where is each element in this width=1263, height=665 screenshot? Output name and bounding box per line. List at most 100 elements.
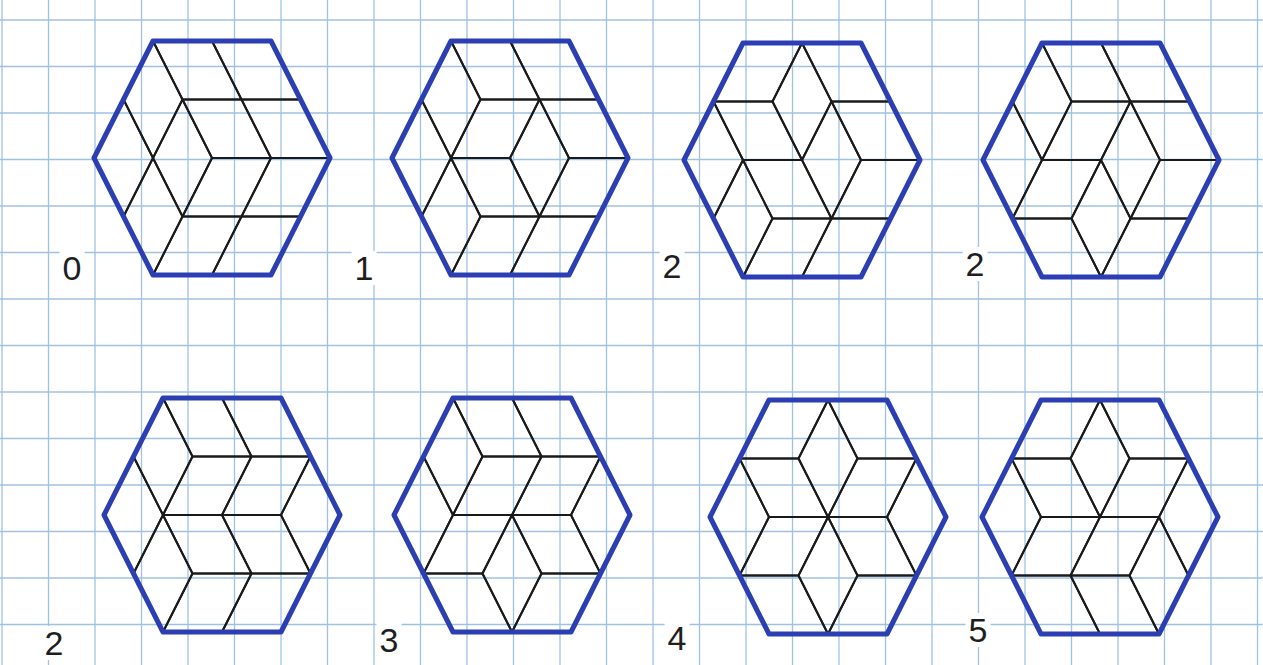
count-number: 3 — [377, 623, 402, 657]
grid-line — [48, 0, 49, 665]
lozenge-tile — [743, 219, 832, 278]
tiled-hexagon — [983, 43, 1219, 277]
lozenge-tile — [124, 41, 183, 158]
count-number: 2 — [42, 626, 67, 660]
lozenge-tile — [163, 515, 252, 574]
count-number: 5 — [966, 613, 991, 647]
grid-line — [466, 0, 467, 665]
lozenge-tile — [1042, 102, 1131, 161]
lozenge-tile — [684, 102, 743, 219]
lozenge-tile — [222, 457, 311, 516]
lozenge-tile — [451, 217, 540, 276]
hexagon-outline — [392, 41, 628, 275]
grid-line — [838, 0, 839, 665]
lozenge-tile — [799, 400, 858, 517]
lozenge-tile — [453, 398, 542, 457]
lozenge-tile — [134, 398, 193, 515]
lozenge-tile — [163, 398, 252, 457]
lozenge-tile — [512, 457, 601, 516]
count-number: 2 — [963, 247, 988, 281]
count-number: 0 — [60, 251, 85, 285]
lozenge-tile — [163, 574, 252, 633]
lozenge-tile — [153, 217, 242, 276]
grid-line — [0, 624, 1263, 625]
lozenge-tile — [163, 457, 252, 516]
tiled-hexagon — [94, 41, 330, 275]
lozenge-tile — [392, 100, 451, 217]
lozenge-tile — [1013, 160, 1102, 219]
lozenge-tile — [1159, 459, 1218, 576]
lozenge-tile — [222, 515, 311, 574]
count-number: 4 — [665, 621, 690, 655]
grid-line — [0, 391, 1263, 392]
lozenge-tile — [1013, 43, 1072, 160]
lozenge-tile — [153, 41, 242, 100]
lozenge-tile — [714, 160, 773, 277]
hexagon-outline — [982, 400, 1218, 634]
grid-line — [792, 0, 793, 665]
tiled-hexagon — [104, 398, 340, 632]
lozenge-tile — [451, 100, 540, 159]
grid-line — [652, 0, 653, 665]
lozenge-tile — [714, 102, 803, 161]
grid-line — [0, 345, 1263, 346]
lozenge-tile — [422, 41, 481, 158]
lozenge-tile — [512, 515, 601, 574]
lozenge-tile — [394, 457, 453, 574]
hexagon-outline — [394, 398, 630, 632]
lozenge-tile — [510, 100, 569, 217]
lozenge-tile — [743, 160, 832, 219]
grid-lines — [0, 20, 1263, 625]
tiled-hexagon — [982, 400, 1218, 634]
lozenge-tile — [281, 457, 340, 574]
lozenge-tile — [982, 459, 1041, 576]
lozenge-tile — [1130, 517, 1189, 634]
lozenge-tile — [571, 457, 630, 574]
lozenge-tile — [483, 515, 542, 632]
grid-line — [0, 438, 1263, 439]
lozenge-tile — [451, 158, 540, 217]
hexagon-outline — [684, 43, 920, 277]
lozenge-tile — [1012, 517, 1101, 576]
lozenge-tile — [153, 100, 212, 217]
tiled-hexagon — [394, 398, 630, 632]
grid-line — [978, 0, 979, 665]
lozenge-tile — [183, 158, 272, 217]
lozenge-tile — [740, 517, 829, 576]
grid-line — [0, 205, 1263, 206]
count-number: 1 — [352, 251, 377, 285]
hexagon-outline — [710, 400, 946, 634]
grid-line — [327, 0, 328, 665]
grid-line — [141, 0, 142, 665]
lozenge-tile — [1042, 43, 1131, 102]
lozenge-tile — [451, 41, 540, 100]
tiled-hexagon — [684, 43, 920, 277]
lozenge-tile — [1101, 102, 1160, 219]
lozenge-tile — [1071, 517, 1160, 576]
grid-line — [94, 0, 95, 665]
grid-line — [373, 0, 374, 665]
lozenge-tile — [828, 459, 917, 518]
lozenge-tile — [983, 102, 1042, 219]
grid-line — [1210, 0, 1211, 665]
grid-line — [0, 19, 1263, 20]
hexagon-outline — [94, 41, 330, 275]
grid-line — [0, 252, 1263, 253]
lozenge-tile — [104, 457, 163, 574]
grid-line — [885, 0, 886, 665]
lozenge-tile — [802, 102, 861, 219]
lozenge-tile — [183, 100, 272, 159]
grid-line — [1164, 0, 1165, 665]
grid-line — [0, 531, 1263, 532]
lozenge-tile — [710, 459, 769, 576]
lozenge-tile — [422, 158, 481, 275]
lozenge-tile — [799, 517, 858, 634]
lozenge-tile — [424, 515, 513, 574]
lozenge-tile — [773, 43, 832, 160]
grid-line — [0, 484, 1263, 485]
lozenge-tile — [134, 515, 193, 632]
grid-line — [1, 0, 2, 665]
grid-line — [0, 298, 1263, 299]
